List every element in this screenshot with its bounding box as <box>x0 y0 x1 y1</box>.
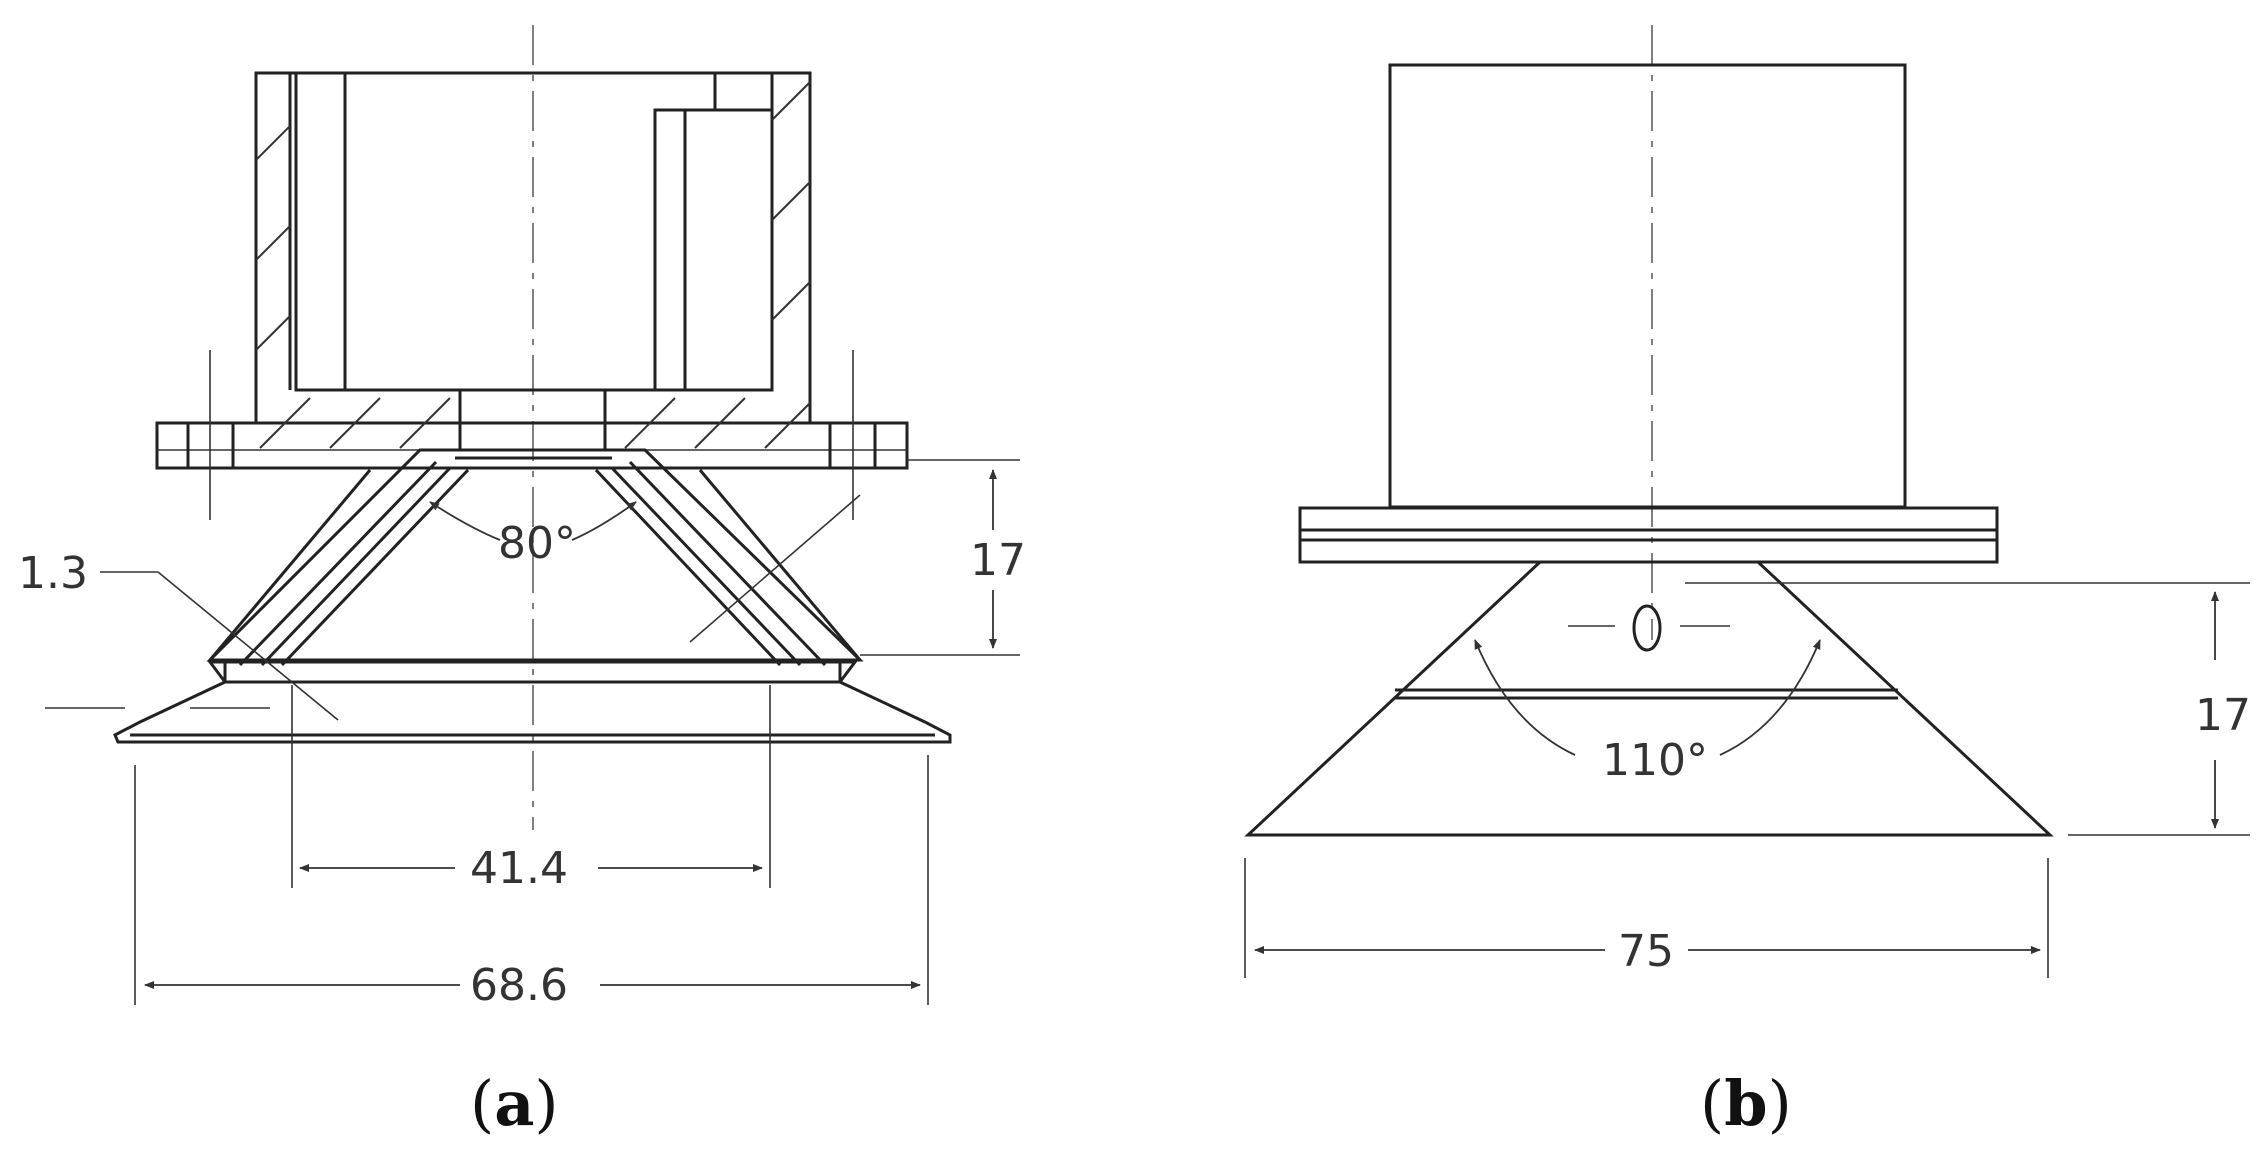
panel-b-drawing: 110° 17 75 (b) <box>1244 25 2251 1140</box>
panel-a-outer-dia-label: 68.6 <box>470 960 568 1011</box>
panel-b-cylinder-body <box>1388 63 1907 509</box>
panel-b-base-plate <box>1298 506 1999 564</box>
panel-a-drawing: 1.3 80° 17 41.4 68.6 (a) <box>18 25 1026 1140</box>
panel-a-dim-1-3-label: 1.3 <box>18 548 88 599</box>
panel-a-suction-skirt <box>113 660 952 744</box>
panel-b-height-label: 17 <box>2195 690 2251 741</box>
panel-a-hatch-right <box>771 81 811 321</box>
panel-a-base-plate <box>155 421 909 470</box>
panel-a-height-label: 17 <box>970 535 1026 586</box>
panel-a-hatch-left <box>255 125 291 351</box>
panel-a-angle-arc-left <box>429 501 501 541</box>
panel-a-angle-label: 80° <box>498 518 576 569</box>
panel-a-angle-arc-right <box>571 501 637 541</box>
panel-b-angle-arc-left <box>1474 639 1576 756</box>
panel-a-inner-dia-label: 41.4 <box>470 843 568 894</box>
panel-b-outer-dia-label: 75 <box>1618 926 1674 977</box>
panel-b-angle-arc-right <box>1719 639 1821 756</box>
panel-a-caption: (a) <box>470 1067 559 1140</box>
panel-b-angle-label: 110° <box>1602 735 1708 786</box>
panel-a-inner-chamber <box>294 71 774 392</box>
panel-a-lip-ring <box>223 658 842 684</box>
panel-b-cone-body <box>1244 560 2054 837</box>
panel-a-dim-1-3-line <box>157 571 339 721</box>
panel-a-hatch-base <box>259 397 811 449</box>
panel-b-caption: (b) <box>1700 1067 1792 1140</box>
panel-b-vent-hole <box>1632 604 1662 652</box>
